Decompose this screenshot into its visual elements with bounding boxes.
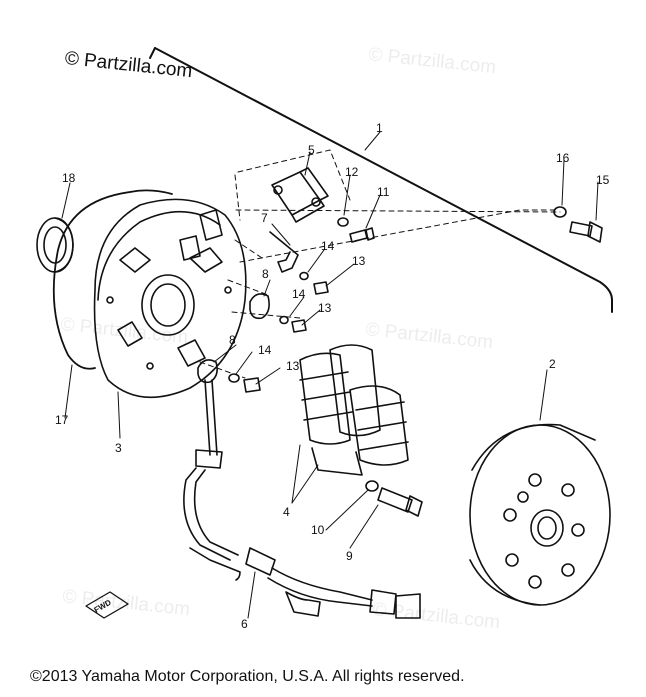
callout-17: 17 — [55, 413, 69, 427]
screw-13a — [313, 281, 329, 295]
bolt-15 — [569, 221, 603, 243]
copyright-notice: ©2013 Yamaha Motor Corporation, U.S.A. A… — [30, 668, 465, 685]
callout-7: 7 — [261, 211, 268, 225]
callout-6: 6 — [241, 617, 248, 631]
bracket-7 — [269, 231, 299, 273]
base-plate-3 — [93, 198, 247, 399]
callout-16: 16 — [556, 151, 570, 165]
callout-numbers: 1 2 3 4 5 6 7 8 8 9 10 11 12 13 13 13 14… — [55, 121, 610, 631]
washer-12 — [337, 217, 349, 227]
wiring-harness-6 — [183, 379, 421, 619]
callout-11: 11 — [377, 185, 390, 199]
sensor-5 — [271, 167, 329, 223]
callout-2: 2 — [549, 357, 556, 371]
callout-8b: 8 — [229, 333, 236, 347]
assembly-bracket-left — [149, 47, 156, 59]
screw-13b — [291, 319, 307, 333]
screw-13c — [243, 377, 261, 393]
fwd-arrow — [85, 591, 129, 619]
callout-4: 4 — [283, 505, 290, 519]
callout-13b: 13 — [318, 301, 332, 315]
watermark-repeat: © Partzilla.com © Partzilla.com © Partzi… — [59, 44, 501, 633]
callout-10: 10 — [311, 523, 325, 537]
screw-11 — [349, 227, 375, 243]
svg-text:© Partzilla.com: © Partzilla.com — [367, 44, 497, 78]
svg-text:© Partzilla.com: © Partzilla.com — [371, 599, 501, 633]
washer-14c — [228, 373, 240, 383]
leader-lines — [61, 131, 599, 619]
washer-16 — [553, 206, 567, 218]
washer-10 — [365, 480, 379, 492]
clamp-8b — [197, 359, 218, 384]
clamp-8a — [249, 293, 270, 320]
callout-15: 15 — [596, 173, 610, 187]
callout-1: 1 — [376, 121, 383, 135]
o-ring-17 — [52, 191, 131, 370]
washer-14b — [279, 315, 289, 325]
svg-text:© Partzilla.com: © Partzilla.com — [59, 314, 189, 348]
bolt-9 — [377, 487, 423, 517]
washer-14a — [299, 271, 309, 281]
callout-14c: 14 — [258, 343, 272, 357]
callout-8a: 8 — [262, 267, 269, 281]
callout-14b: 14 — [292, 287, 306, 301]
callout-13a: 13 — [352, 254, 366, 268]
stator-coil-4 — [299, 344, 409, 476]
callout-5: 5 — [308, 143, 315, 157]
callout-14a: 14 — [321, 239, 335, 253]
flywheel-rotor-2 — [469, 423, 611, 606]
callout-13c: 13 — [286, 359, 300, 373]
assembly-bracket-line — [154, 47, 613, 313]
callout-9: 9 — [346, 549, 353, 563]
callout-12: 12 — [345, 165, 359, 179]
svg-text:© Partzilla.com: © Partzilla.com — [364, 319, 494, 353]
callout-3: 3 — [115, 441, 122, 455]
callout-18: 18 — [62, 171, 76, 185]
